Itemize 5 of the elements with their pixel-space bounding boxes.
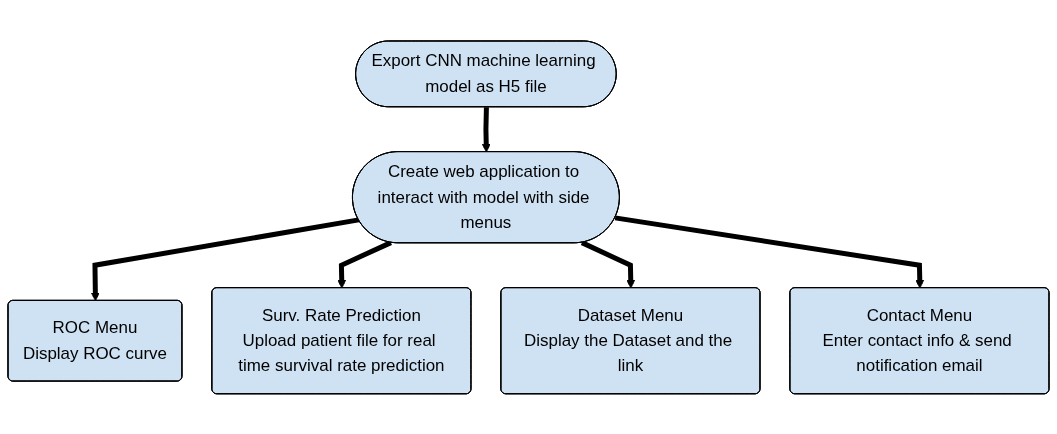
arrow <box>481 106 491 153</box>
arrow <box>90 217 360 301</box>
arrow <box>580 240 636 289</box>
arrow <box>614 215 925 289</box>
arrow <box>337 240 392 289</box>
